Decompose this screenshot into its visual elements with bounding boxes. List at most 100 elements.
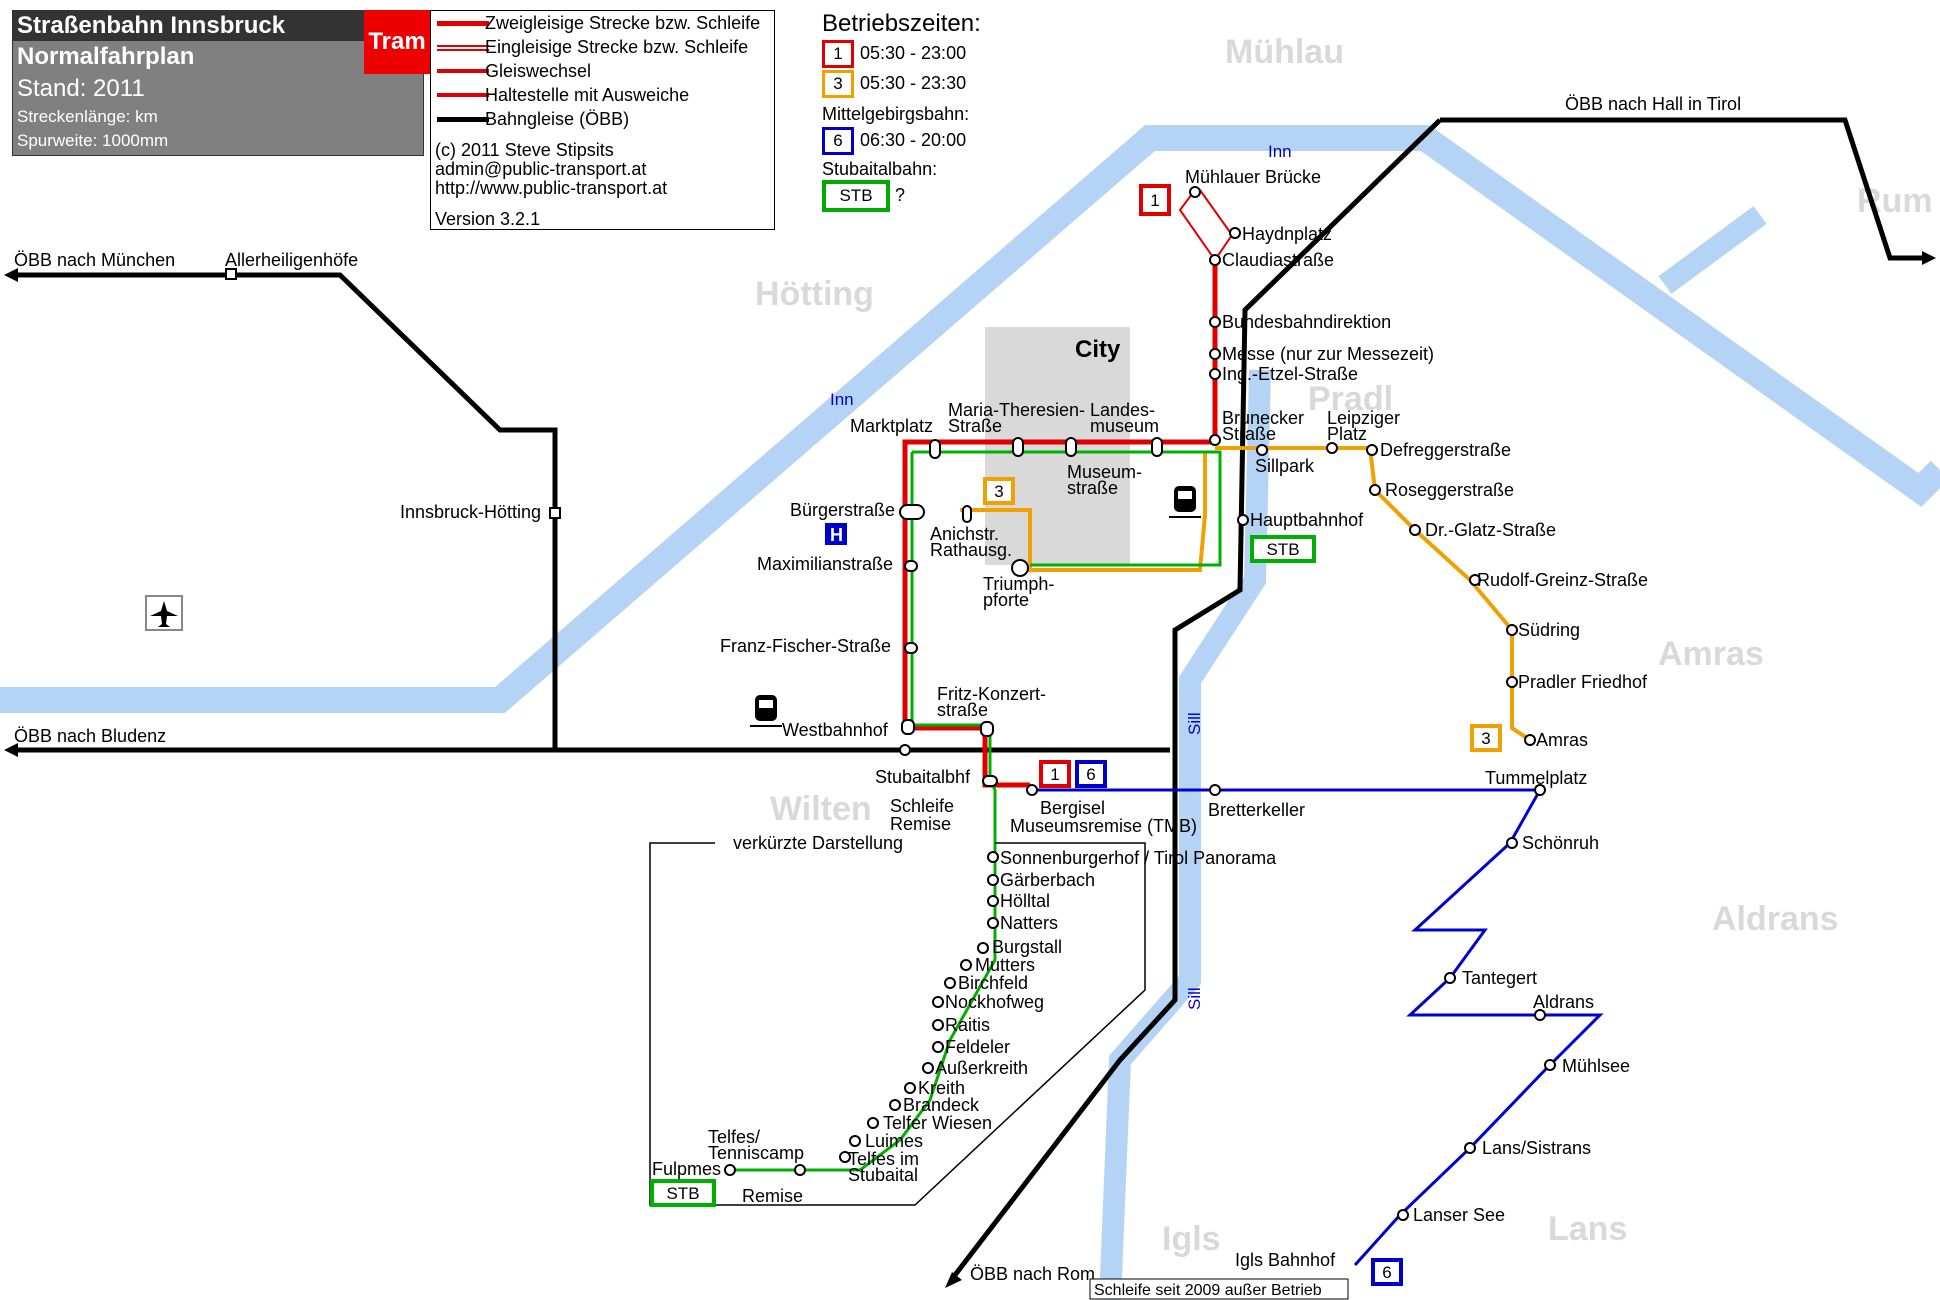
- st-landesmuseum: Landes-museum: [1090, 400, 1159, 436]
- district-muehlau: Mühlau: [1225, 33, 1344, 71]
- stop-hoetting-rail: [549, 507, 561, 519]
- district-amras: Amras: [1658, 635, 1764, 673]
- district-aldrans: Aldrans: [1712, 900, 1839, 938]
- st-glatz: Dr.-Glatz-Straße: [1425, 520, 1556, 540]
- st-rosegger: Roseggerstraße: [1385, 480, 1514, 500]
- badge-line-3: 3: [822, 70, 854, 99]
- times-mittel-label: Mittelgebirgsbahn:: [822, 104, 970, 124]
- legend: Zweigleisige Strecke bzw. Schleife Eingl…: [430, 10, 775, 230]
- header-length: Streckenlänge: km: [17, 107, 158, 126]
- map-tags: 1 3 STB 1 6 3 6 STB: [650, 184, 1502, 1286]
- st-museumstrasse: Museum-straße: [1067, 462, 1142, 498]
- airport-icon: [145, 595, 183, 631]
- st-kreith: Kreith: [918, 1078, 965, 1098]
- st-schoenruh: Schönruh: [1522, 833, 1599, 853]
- river-sill: [1099, 206, 1767, 1300]
- st-aldrans: Aldrans: [1533, 992, 1594, 1012]
- river-inn: [0, 125, 1940, 713]
- label-hall: ÖBB nach Hall in Tirol: [1565, 94, 1741, 114]
- st-natters: Natters: [1000, 913, 1058, 933]
- st-marktplatz: Marktplatz: [850, 416, 933, 436]
- st-birchfeld: Birchfeld: [958, 973, 1028, 993]
- st-sillpark: Sillpark: [1255, 456, 1315, 476]
- arrow-rom: [945, 1272, 962, 1288]
- header-stand: Stand: 2011: [17, 75, 145, 102]
- st-telfer-wiesen: Telfer Wiesen: [883, 1113, 992, 1133]
- st-defregger: Defreggerstraße: [1380, 440, 1511, 460]
- st-franz-fischer: Franz-Fischer-Straße: [720, 636, 891, 656]
- st-stubaitalbhf: Stubaitalbhf: [875, 767, 971, 787]
- badge-stb: STB: [822, 180, 890, 213]
- st-fritz-konzert: Fritz-Konzert-straße: [937, 684, 1046, 720]
- tram-icon-hauptbahnhof: [1169, 486, 1201, 518]
- district-hoetting: Hötting: [755, 275, 874, 313]
- district-city: City: [1075, 336, 1121, 363]
- st-brandeck: Brandeck: [903, 1095, 980, 1115]
- st-hauptbahnhof: Hauptbahnhof: [1250, 510, 1364, 530]
- st-remise-fulpmes: Remise: [742, 1186, 803, 1206]
- st-raitis: Raitis: [945, 1015, 990, 1035]
- label-muenchen: ÖBB nach München: [14, 250, 175, 270]
- river-label-inn-2: Inn: [1268, 142, 1292, 161]
- svg-text:6: 6: [1086, 765, 1095, 784]
- verkuerzt-box: [649, 842, 1146, 1206]
- st-museumsremise: Museumsremise (TMB): [1010, 816, 1197, 836]
- arrow-muenchen: [4, 268, 18, 282]
- arrow-bludenz: [4, 743, 18, 757]
- header-box: Straßenbahn Innsbruck Normalfahrplan Sta…: [12, 10, 424, 156]
- svg-text:STB: STB: [666, 1184, 699, 1203]
- header-title: Straßenbahn Innsbruck: [13, 11, 423, 41]
- svg-text:1: 1: [1150, 191, 1159, 210]
- legend-email[interactable]: admin@public-transport.at: [435, 159, 647, 179]
- svg-text:6: 6: [1382, 1263, 1391, 1282]
- stop-allerheiligen: [225, 268, 237, 280]
- oebb-rail: [12, 117, 1925, 1277]
- label-hoetting-rail: Innsbruck-Hötting: [400, 502, 541, 522]
- st-triumphpforte: Triumph-pforte: [983, 574, 1054, 610]
- times-title: Betriebszeiten:: [822, 10, 981, 37]
- label-rom: ÖBB nach Rom: [970, 1264, 1095, 1284]
- st-bretterkeller: Bretterkeller: [1208, 800, 1305, 820]
- legend-url[interactable]: http://www.public-transport.at: [435, 178, 668, 198]
- hospital-letter: H: [830, 525, 843, 545]
- label-bludenz: ÖBB nach Bludenz: [14, 726, 166, 746]
- st-verkuerzt: verkürzte Darstellung: [733, 833, 903, 853]
- st-maximilianstrasse: Maximilianstraße: [757, 554, 893, 574]
- st-fulpmes: Fulpmes: [652, 1159, 721, 1179]
- river-label-sill-2: Sill: [1185, 987, 1204, 1010]
- st-sonnenburgerhof: Sonnenburgerhof / Tirol Panorama: [1000, 848, 1277, 868]
- st-luimes: Luimes: [865, 1131, 923, 1151]
- city-area: [985, 327, 1130, 565]
- arrow-hall: [1922, 251, 1936, 265]
- district-lans: Lans: [1548, 1210, 1627, 1248]
- st-tummelplatz: Tummelplatz: [1485, 768, 1587, 788]
- times-stub-label: Stubaitalbahn:: [822, 159, 938, 179]
- st-bergisel: Bergisel: [1040, 798, 1105, 818]
- header-gauge: Spurweite: 1000mm: [17, 131, 169, 150]
- header-subtitle: Normalfahrplan: [17, 43, 195, 70]
- st-bundesbahndirektion: Bundesbahndirektion: [1222, 312, 1391, 332]
- svg-text:3: 3: [1481, 729, 1490, 748]
- st-westbahnhof: Westbahnhof: [782, 720, 889, 740]
- label-allerheiligen: Allerheiligenhöfe: [225, 250, 358, 270]
- st-messe: Messe (nur zur Messezeit): [1222, 344, 1434, 364]
- district-pradl: Pradl: [1308, 380, 1393, 418]
- st-schleife: Schleife: [890, 796, 954, 816]
- svg-text:STB: STB: [1266, 540, 1299, 559]
- river-label-inn-1: Inn: [830, 390, 854, 409]
- st-pradler-friedhof: Pradler Friedhof: [1518, 672, 1648, 692]
- st-feldeler: Feldeler: [945, 1037, 1010, 1057]
- st-buergerstrasse: Bürgerstraße: [790, 500, 895, 520]
- st-mutters: Mutters: [975, 955, 1035, 975]
- district-igls: Igls: [1162, 1220, 1221, 1258]
- st-remise: Remise: [890, 814, 951, 834]
- st-igls-bahnhof: Igls Bahnhof: [1235, 1250, 1336, 1270]
- hospital-icon: [825, 523, 847, 545]
- schleife-igls-box: [1089, 1278, 1349, 1300]
